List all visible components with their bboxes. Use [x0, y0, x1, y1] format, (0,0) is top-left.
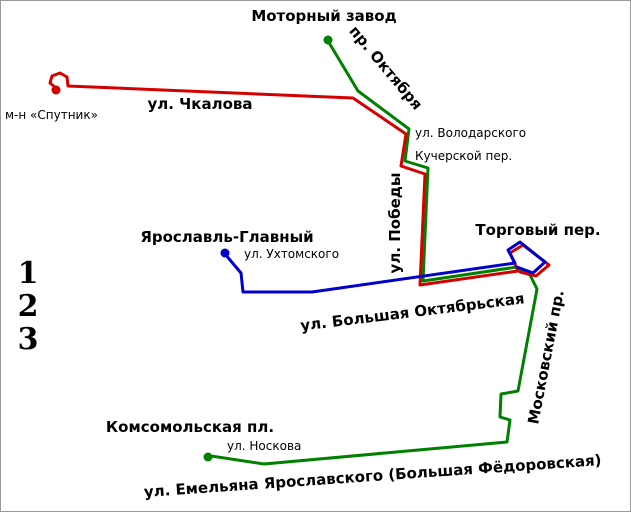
pobedy-label: ул. Победы	[386, 173, 404, 274]
sputnik-stop	[51, 85, 61, 95]
sputnik-label: м-н «Спутник»	[5, 108, 98, 122]
volodarskogo-label: ул. Володарского	[415, 126, 526, 140]
yaroslavl-glavny-label: Ярославль-Главный	[140, 228, 313, 246]
moskovsky-label: Московский пр.	[524, 288, 568, 425]
chkalova-label: ул. Чкалова	[147, 95, 252, 113]
ukhtomskogo-label: ул. Ухтомского	[244, 247, 339, 261]
noskova-label: ул. Носкова	[227, 439, 301, 453]
legend-route-3: 3	[18, 322, 39, 357]
komsomolskaya-label: Комсомольская пл.	[106, 418, 274, 436]
komsomolskaya-stop	[203, 452, 213, 462]
route-2-green-line	[209, 39, 539, 466]
motorny-zavod-label: Моторный завод	[251, 7, 396, 25]
legend-route-1: 1	[18, 256, 39, 291]
motorny-zavod-stop	[323, 35, 333, 45]
bolshaya-oktyabrskaya-label: ул. Большая Октябрьская	[299, 289, 525, 334]
yaroslavl-glavny-stop	[220, 248, 230, 258]
legend-route-2: 2	[18, 289, 39, 324]
torgovy-label: Торговый пер.	[475, 221, 600, 239]
route-3-blue-line	[223, 240, 547, 294]
kucherskoy-label: Кучерской пер.	[415, 149, 512, 163]
